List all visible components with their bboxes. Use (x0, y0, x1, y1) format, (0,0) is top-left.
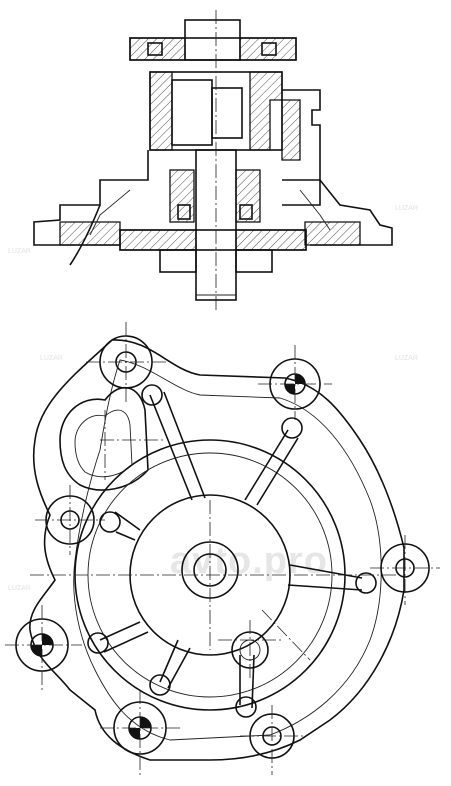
side-section-view (33, 10, 393, 310)
centre-lines (5, 322, 440, 775)
watermark-small-1: LUZAR (8, 248, 31, 255)
shaft-top (184, 19, 241, 61)
watermark-small-5: LUZAR (8, 585, 31, 592)
watermark-small-4: LUZAR (395, 355, 418, 362)
ribs (99, 391, 363, 709)
impeller-vanes (159, 249, 197, 273)
watermark-small-3: LUZAR (40, 355, 63, 362)
watermark-small-2: LUZAR (395, 205, 418, 212)
inlet-port (59, 386, 149, 491)
front-view (5, 322, 440, 775)
